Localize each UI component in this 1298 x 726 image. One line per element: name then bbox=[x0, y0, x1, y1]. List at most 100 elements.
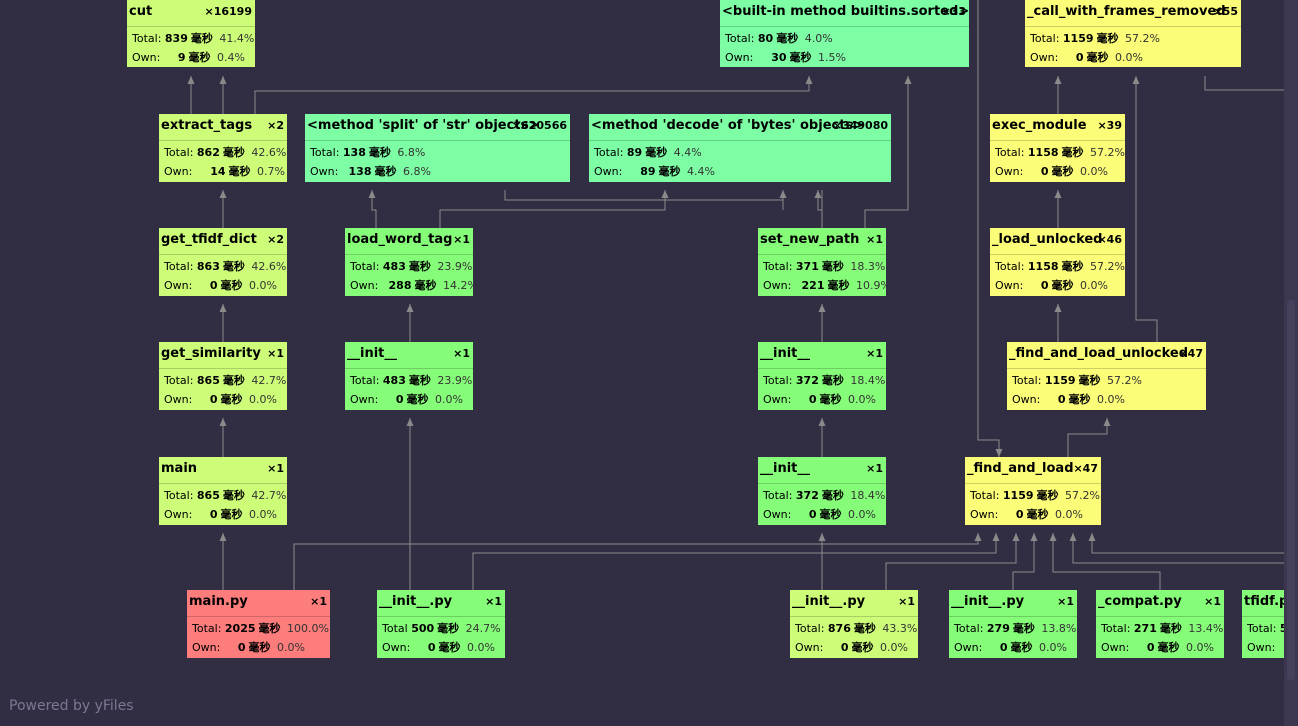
call-count: ×1 bbox=[453, 233, 470, 246]
total-percent: 57.2% bbox=[1090, 146, 1125, 159]
node-header: set_new_path ×1 bbox=[758, 228, 886, 255]
arrow-head bbox=[219, 190, 227, 198]
total-value: 483 bbox=[382, 260, 406, 273]
call-count: ×1 bbox=[267, 347, 284, 360]
own-unit: 毫秒 bbox=[827, 279, 850, 292]
total-label: Total: bbox=[995, 260, 1025, 273]
scrollbar-thumb[interactable] bbox=[1287, 300, 1295, 680]
arrow-head bbox=[219, 304, 227, 312]
node-split[interactable]: <method 'split' of 'str' objects> ×62056… bbox=[305, 114, 570, 182]
own-value: 0 bbox=[427, 641, 436, 654]
total-value: 279 bbox=[986, 622, 1010, 635]
own-label: Own: bbox=[594, 165, 623, 178]
arrow-head bbox=[779, 190, 787, 198]
call-count: ×39 bbox=[1097, 119, 1122, 132]
total-value: 1159 bbox=[1062, 32, 1094, 45]
total-percent: 43.3% bbox=[882, 622, 918, 635]
own-percent: 0.7% bbox=[257, 165, 285, 178]
total-unit: 毫秒 bbox=[408, 260, 431, 273]
function-name: extract_tags bbox=[161, 118, 253, 133]
own-row: Own: 毫秒 bbox=[1247, 639, 1298, 655]
total-label: Total: bbox=[763, 489, 793, 502]
total-percent: 57.2% bbox=[1125, 32, 1160, 45]
arrow-head bbox=[661, 190, 669, 198]
own-label: Own: bbox=[382, 641, 411, 654]
total-percent: 6.8% bbox=[397, 146, 426, 159]
total-unit: 毫秒 bbox=[1078, 374, 1101, 387]
total-label: Total: bbox=[763, 260, 793, 273]
total-percent: 4.0% bbox=[804, 32, 833, 45]
total-label: Total: bbox=[954, 622, 984, 635]
own-unit: 毫秒 bbox=[248, 641, 271, 654]
total-unit: 毫秒 bbox=[1159, 622, 1182, 635]
node-header: get_similarity ×1 bbox=[159, 342, 287, 369]
own-percent: 0.0% bbox=[435, 393, 463, 406]
vertical-scrollbar[interactable] bbox=[1284, 0, 1298, 726]
own-unit: 毫秒 bbox=[1051, 165, 1074, 178]
call-count: ×47 bbox=[1073, 462, 1098, 475]
node-sorted[interactable]: <built-in method builtins.sorted> ×33 To… bbox=[720, 0, 969, 67]
own-value: 0 bbox=[1015, 508, 1024, 521]
total-label: Total: bbox=[164, 260, 194, 273]
total-value: 1159 bbox=[1044, 374, 1076, 387]
arrow-head bbox=[406, 304, 414, 312]
node-header: extract_tags ×2 bbox=[159, 114, 287, 141]
own-unit: 毫秒 bbox=[1068, 393, 1091, 406]
node-call-frames[interactable]: _call_with_frames_removed ×55 Total: 115… bbox=[1025, 0, 1241, 67]
total-percent: 18.4% bbox=[850, 489, 886, 502]
total-value: 865 bbox=[196, 489, 220, 502]
own-percent: 0.0% bbox=[249, 393, 277, 406]
call-edge bbox=[1052, 533, 1161, 590]
own-value: 0 bbox=[808, 393, 817, 406]
own-percent: 0.0% bbox=[249, 508, 277, 521]
call-edge bbox=[1067, 418, 1108, 457]
total-unit: 毫秒 bbox=[190, 32, 213, 45]
call-count: ×2 bbox=[267, 233, 284, 246]
own-percent: 0.0% bbox=[880, 641, 908, 654]
own-value: 0 bbox=[1057, 393, 1066, 406]
function-name: __init__ bbox=[760, 461, 811, 476]
node-header: _find_and_load_unlocked ×47 bbox=[1007, 342, 1206, 369]
own-unit: 毫秒 bbox=[220, 279, 243, 292]
own-label: Own: bbox=[1012, 393, 1041, 406]
own-percent: 0.0% bbox=[1055, 508, 1083, 521]
own-percent: 0.0% bbox=[848, 508, 876, 521]
own-label: Own: bbox=[970, 508, 999, 521]
call-count: ×47 bbox=[1178, 347, 1203, 360]
own-percent: 0.0% bbox=[1097, 393, 1125, 406]
node-decode[interactable]: <method 'decode' of 'bytes' objects> ×34… bbox=[589, 114, 891, 182]
function-name: __init__.py bbox=[379, 594, 453, 609]
function-name: _find_and_load_unlocked bbox=[1009, 346, 1189, 361]
total-label: Total: bbox=[1101, 622, 1131, 635]
total-percent: 57.2% bbox=[1065, 489, 1100, 502]
own-value: 288 bbox=[388, 279, 412, 292]
